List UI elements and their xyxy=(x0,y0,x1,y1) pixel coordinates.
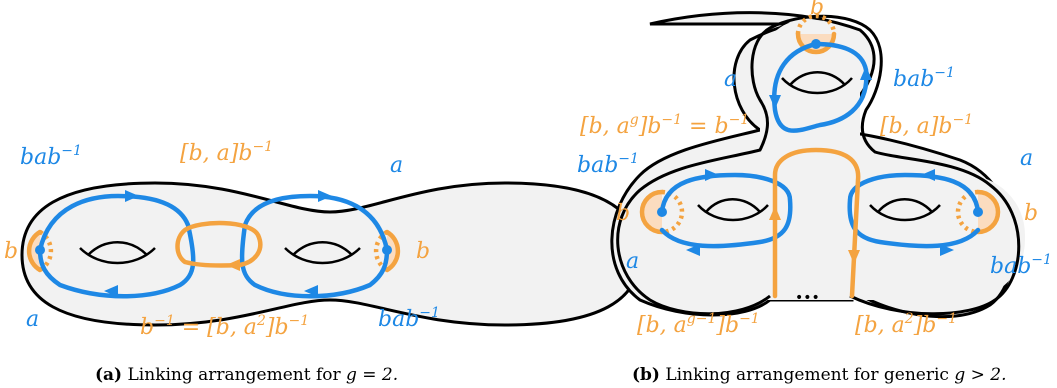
surface-outline xyxy=(616,14,1021,316)
label-a-right: a xyxy=(1020,146,1033,171)
label-a-upper-left: a xyxy=(724,67,737,92)
label-bab-top-left: bab−1 xyxy=(20,143,82,170)
b-curve-top-solid xyxy=(795,31,837,55)
panel-a: bab−1 a [b, a]b−1 b b a b−1 = [b, a2]b−1… xyxy=(4,139,642,385)
ellipsis-dots: ••• xyxy=(795,290,820,306)
orange-path-center xyxy=(772,147,861,299)
label-bab-upper-right: bab−1 xyxy=(893,65,955,92)
blue-arrow-left-bottom xyxy=(104,285,118,297)
b-curve-right-dotted xyxy=(373,230,389,272)
label-bottom-equation: b−1 = [b, a2]b−1 xyxy=(140,313,309,340)
caption-a: (a) Linking arrangement for g = 2. xyxy=(95,365,398,385)
blue-arrow-top-1 xyxy=(769,95,781,109)
hole-top-icon xyxy=(781,71,853,95)
blue-arrow-left-top xyxy=(125,190,139,202)
blue-loop-top xyxy=(771,41,869,133)
hole-right-b-icon xyxy=(869,198,941,222)
blue-basepoint-left xyxy=(35,245,45,255)
label-b-left-b: b xyxy=(616,201,630,226)
label-comm-g-left: [b, ag]b−1 = b−1 xyxy=(580,112,749,139)
panel-b: b a bab−1 [b, ag]b−1 = b−1 [b, a]b−1 bab… xyxy=(577,0,1052,385)
b-curve-left-b-solid xyxy=(639,189,665,235)
label-b-right: b xyxy=(416,239,430,264)
label-bab-lower-right: bab−1 xyxy=(990,252,1052,279)
label-comm-g-minus-1: [b, ag−1]b−1 xyxy=(637,311,760,338)
blue-basepoint-left-b xyxy=(657,207,667,217)
blue-arrow-top-2 xyxy=(860,66,872,80)
blue-loop-left-b xyxy=(659,172,793,249)
label-b-top: b xyxy=(810,0,824,20)
label-a-lower-left: a xyxy=(626,249,639,274)
blue-basepoint-right-b xyxy=(973,207,983,217)
label-a-top-right: a xyxy=(390,153,403,178)
label-commutator-top: [b, a]b−1 xyxy=(180,139,273,166)
label-b-right-b: b xyxy=(1024,201,1038,226)
blue-arrow-right-b-2 xyxy=(940,244,954,256)
label-bab-left: bab−1 xyxy=(577,151,639,178)
b-curve-left-solid xyxy=(26,229,43,273)
label-comm-a2: [b, a2]b−1 xyxy=(855,311,957,338)
hole-left-icon xyxy=(79,241,156,265)
b-curve-right-b-solid xyxy=(975,189,1001,235)
hole-right-icon xyxy=(284,241,361,265)
label-a-bottom-left: a xyxy=(26,307,39,332)
label-bab-bottom-right: bab−1 xyxy=(378,305,440,332)
blue-loop-left xyxy=(37,193,196,299)
blue-arrow-right-b-1 xyxy=(921,169,935,181)
blue-arrow-right-top xyxy=(318,190,332,202)
label-comm-right: [b, a]b−1 xyxy=(880,112,973,139)
orange-arrow-down xyxy=(848,250,860,264)
blue-arrow-left-b-1 xyxy=(705,169,719,181)
orange-arrow-up xyxy=(769,206,781,220)
blue-basepoint-right xyxy=(382,245,392,255)
caption-b: (b) Linking arrangement for generic g > … xyxy=(632,365,1006,385)
orange-middle-loop xyxy=(175,220,263,268)
b-curve-top-dotted xyxy=(795,13,837,35)
blue-arrow-right-bottom xyxy=(304,285,318,297)
blue-basepoint-top xyxy=(811,39,821,49)
blue-loop-right-b xyxy=(847,172,981,249)
orange-arrow-middle xyxy=(226,259,240,271)
b-curve-left-dotted xyxy=(38,230,54,272)
blue-arrow-left-b-2 xyxy=(686,244,700,256)
genus-2-surface xyxy=(20,181,642,327)
b-curve-right-solid xyxy=(384,229,401,273)
hole-left-b-icon xyxy=(697,198,769,222)
label-b-left: b xyxy=(4,239,18,264)
